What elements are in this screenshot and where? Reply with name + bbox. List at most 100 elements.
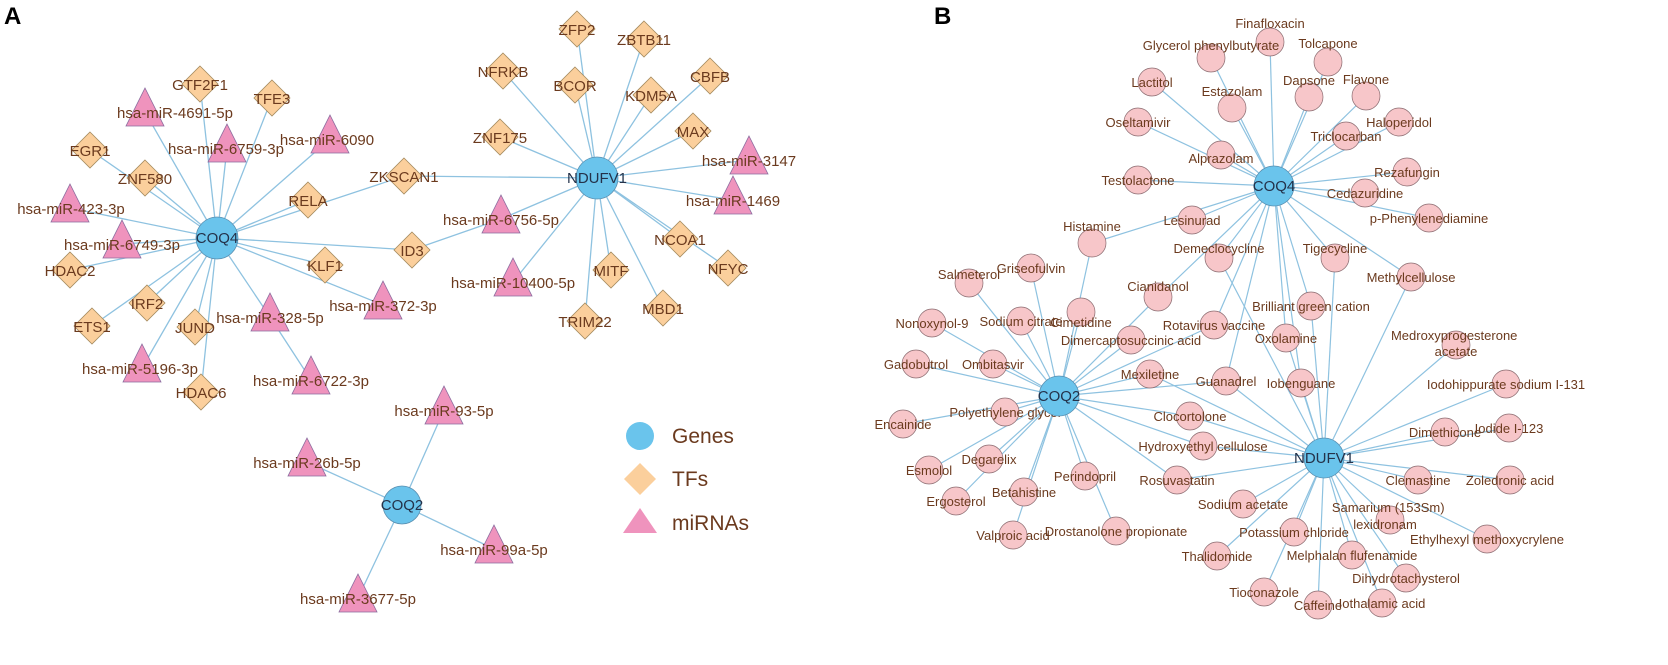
mirna-node-hsa-mir-6090 (310, 114, 350, 154)
edge-a-coq4-hsa-mir-6090 (216, 138, 331, 239)
tf-node-zfp2 (558, 10, 596, 48)
mirna-node-hsa-mir-3147 (729, 135, 769, 175)
label-b-zoledronic-acid: Zoledronic acid (1466, 473, 1554, 488)
edge-b-ndufv1-methylcellulose (1323, 276, 1412, 459)
drug-node-dimercaptosuccinic-acid (1116, 325, 1146, 355)
drug-node-lactitol (1137, 67, 1167, 97)
label-b-gadobutrol: Gadobutrol (884, 357, 948, 372)
tf-node-mbd1 (644, 289, 682, 327)
drug-node-melphalan-flufenamide (1337, 540, 1367, 570)
edge-b-ndufv1-tigecycline (1323, 257, 1336, 459)
drug-node-esmolol (914, 455, 944, 485)
edge-b-coq2-gadobutrol (915, 363, 1060, 397)
edge-b-coq4-glycerol-phenylbutyrate (1210, 57, 1275, 187)
tf-node-ncoa1 (661, 220, 699, 258)
edge-b-coq4-oxolamine (1273, 185, 1287, 339)
label-b-oseltamivir: Oseltamivir (1105, 115, 1171, 130)
label-a-kdm5a: KDM5A (625, 88, 677, 105)
network-b-edges (902, 41, 1511, 606)
label-a-ndufv1: NDUFV1 (567, 170, 627, 187)
mirna-node-hsa-mir-99a-5p (474, 524, 514, 564)
label-b-nonoxynol-9: Nonoxynol-9 (896, 316, 969, 331)
edge-b-ndufv1-dimethicone (1323, 431, 1446, 459)
tf-node-mitf (592, 251, 630, 289)
drug-node-tolcapone (1313, 47, 1343, 77)
drug-node-rosuvastatin (1162, 465, 1192, 495)
edge-a-coq4-hsa-mir-372-3p (216, 237, 384, 306)
label-a-nfrkb: NFRKB (478, 64, 529, 81)
legend-label-mirnas: miRNAs (672, 512, 749, 535)
label-b-rotavirus-vaccine: Rotavirus vaccine (1163, 318, 1266, 333)
label-b-clemastine: Clemastine (1385, 473, 1450, 488)
edge-b-coq2-griseofulvin (1030, 267, 1060, 397)
edge-a-ndufv1-hsa-mir-10400-5p (512, 177, 598, 283)
label-a-hsa-mir-6756-5p: hsa-miR-6756-5p (443, 212, 559, 229)
edge-a-ndufv1-hsa-mir-3147 (596, 159, 750, 179)
edge-b-ndufv1-iodohippurate-sodium-i-131 (1323, 383, 1507, 459)
drug-node-degarelix (974, 444, 1004, 474)
drug-node-potassium-chloride (1279, 517, 1309, 547)
label-b-iodide-i-123: Iodide I-123 (1475, 421, 1544, 436)
label-b-encainide: Encainide (874, 417, 931, 432)
gene-node-b-coq4 (1253, 165, 1295, 207)
label-a-mbd1: MBD1 (642, 301, 684, 318)
edge-b-coq4-iobenguane (1273, 185, 1302, 384)
label-b-ombitasvir: Ombitasvir (962, 357, 1025, 372)
label-a-jund: JUND (175, 320, 215, 337)
drug-node-dihydrotachysterol (1391, 563, 1421, 593)
label-a-zkscan1: ZKSCAN1 (369, 169, 438, 186)
drug-node-oseltamivir (1123, 107, 1153, 137)
label-a-hsa-mir-1469: hsa-miR-1469 (686, 193, 780, 210)
drug-node-gadobutrol (901, 349, 931, 379)
edge-b-coq2-encainide (902, 395, 1060, 425)
legend-tf-symbol (624, 463, 656, 495)
edge-a-zkscan1-ndufv1 (403, 175, 598, 179)
tf-node-hdac6 (182, 373, 220, 411)
label-a-cbfb: CBFB (690, 69, 730, 86)
label-a-hsa-mir-423-3p: hsa-miR-423-3p (17, 201, 125, 218)
drug-node-dimethicone (1430, 417, 1460, 447)
legend-mirna-symbol (623, 508, 657, 533)
label-b-medroxyprogesterone-acetate: Medroxyprogesterone acetate (1391, 328, 1521, 359)
tf-node-hdac2 (51, 251, 89, 289)
label-b-coq4: COQ4 (1253, 178, 1296, 195)
label-b-lactitol: Lactitol (1131, 75, 1172, 90)
label-a-hsa-mir-26b-5p: hsa-miR-26b-5p (253, 455, 361, 472)
drug-node-alprazolam (1206, 140, 1236, 170)
tf-node-max (674, 112, 712, 150)
drug-node-ethylhexyl-methoxycrylene (1472, 524, 1502, 554)
mirna-node-hsa-mir-26b-5p (287, 437, 327, 477)
label-b-dihydrotachysterol: Dihydrotachysterol (1352, 571, 1460, 586)
label-a-hdac6: HDAC6 (176, 385, 227, 402)
label-b-tolcapone: Tolcapone (1298, 36, 1357, 51)
label-a-hsa-mir-10400-5p: hsa-miR-10400-5p (451, 275, 575, 292)
edge-b-coq4-finafloxacin (1269, 41, 1275, 187)
legend-gene-symbol (626, 422, 654, 450)
edge-a-coq4-hdac6 (200, 237, 218, 393)
label-b-coq2: COQ2 (1038, 388, 1081, 405)
edge-b-coq2-hydroxyethyl-cellulose (1058, 395, 1204, 447)
drug-node-valproic-acid (998, 520, 1028, 550)
label-a-id3: ID3 (400, 243, 423, 260)
label-b-iodohippurate-sodium-i-131: Iodohippurate sodium I-131 (1427, 377, 1585, 392)
label-b-cimetidine: Cimetidine (1050, 315, 1111, 330)
label-b-iobenguane: Iobenguane (1267, 376, 1336, 391)
edge-a-coq4-hsa-mir-4691-5p (144, 111, 218, 239)
label-a-max: MAX (677, 124, 710, 141)
label-b-guanadrel: Guanadrel (1196, 374, 1257, 389)
edge-b-coq4-rotavirus-vaccine (1213, 185, 1275, 326)
edge-a-ndufv1-zfp2 (576, 28, 598, 179)
tf-node-id3 (393, 231, 431, 269)
tf-node-egr1 (71, 131, 109, 169)
label-b-alprazolam: Alprazolam (1188, 151, 1253, 166)
edge-b-coq4-haloperidol (1273, 121, 1400, 187)
edge-b-coq4-brilliant-green-cation (1273, 185, 1312, 307)
drug-node-salmeterol (954, 268, 984, 298)
edge-a-coq4-egr1 (89, 149, 218, 239)
label-a-mitf: MITF (594, 263, 629, 280)
network-a-nodes: GTF2F1TFE3hsa-miR-4691-5phsa-miR-6759-3p… (17, 10, 796, 613)
label-b-methylcellulose: Methylcellulose (1367, 270, 1456, 285)
drug-node-zoledronic-acid (1495, 465, 1525, 495)
legend-label-tfs: TFs (672, 468, 708, 491)
drug-node-lesinurad (1177, 205, 1207, 235)
